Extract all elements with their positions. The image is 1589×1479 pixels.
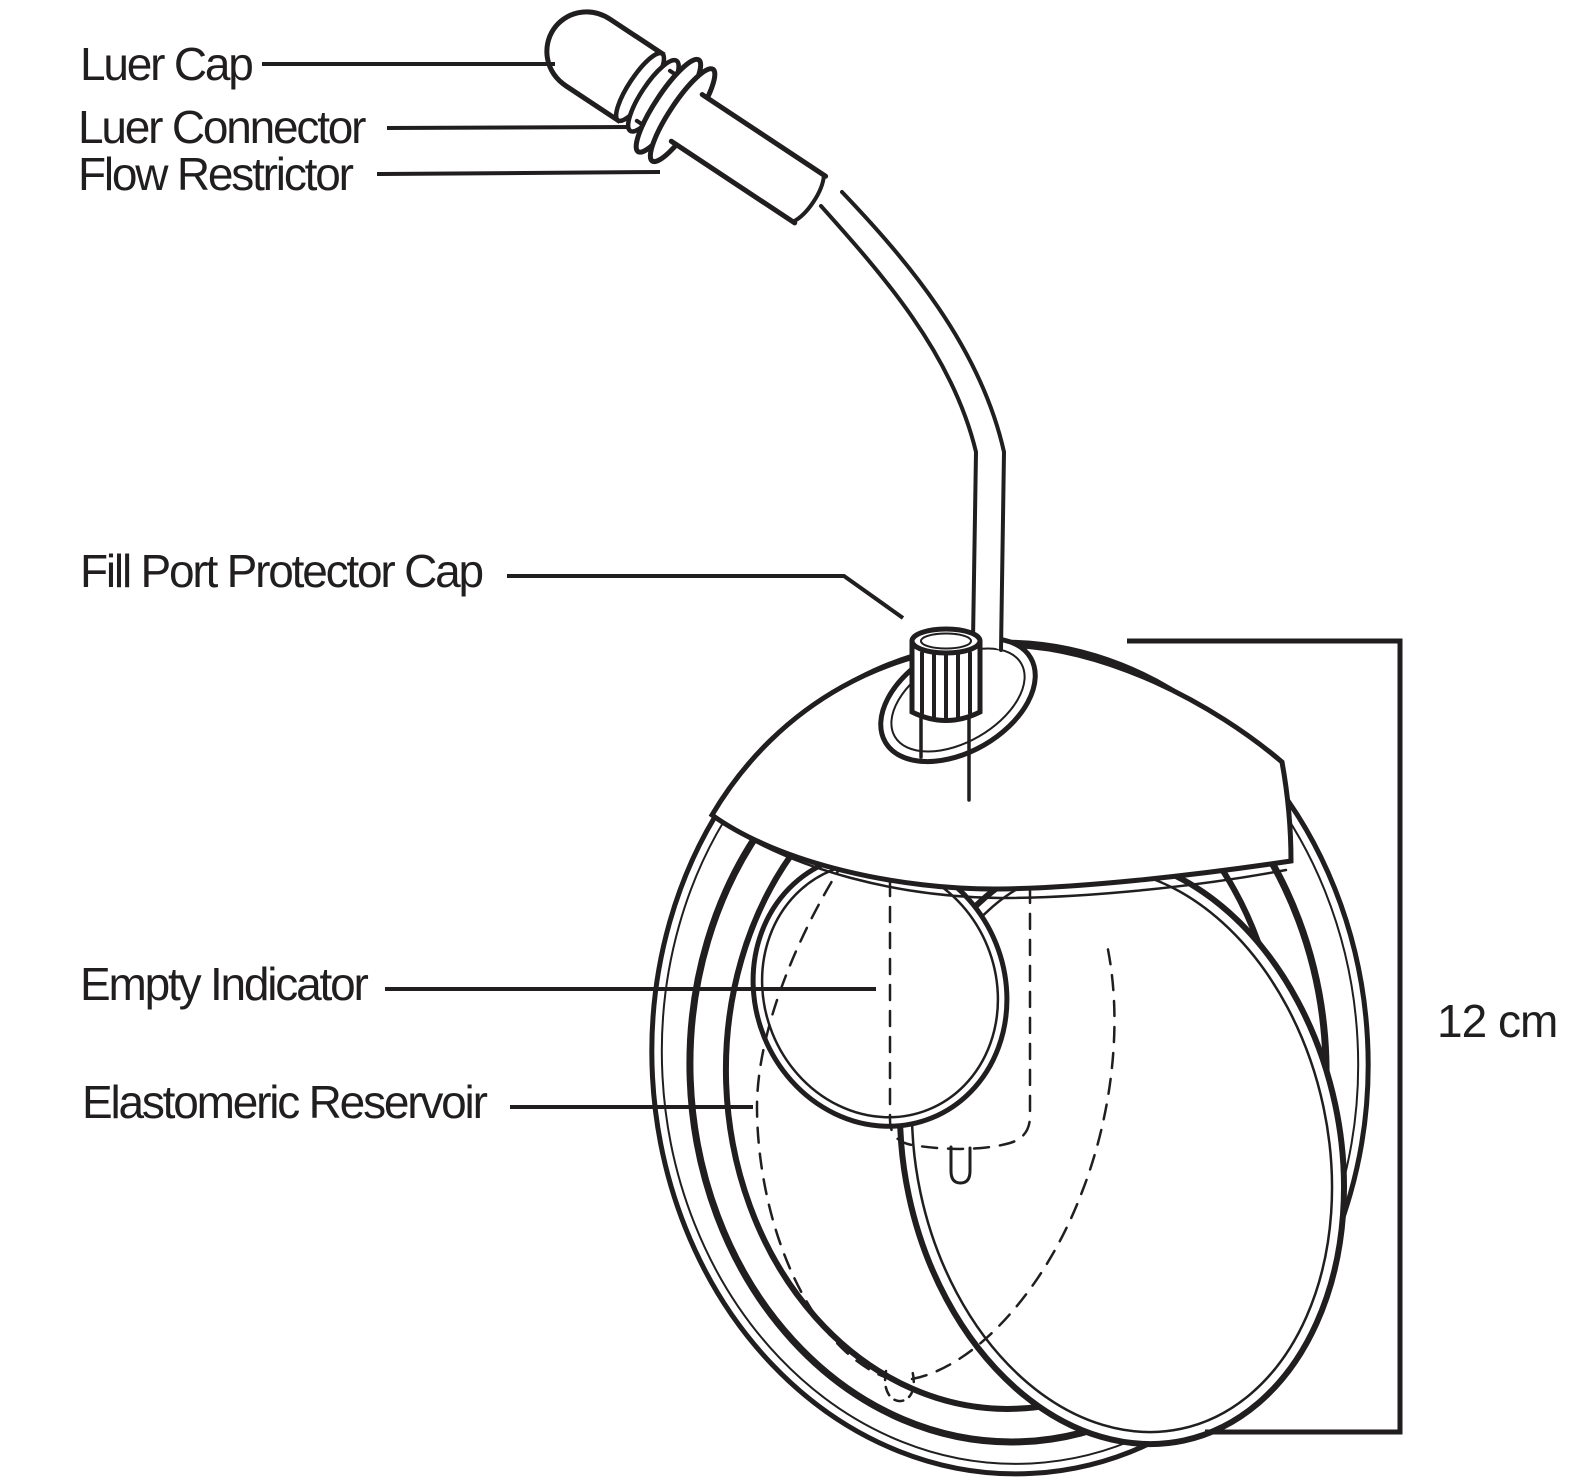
pump-body-artwork <box>544 9 1371 1477</box>
elastomeric-reservoir-dashed-outline <box>755 858 1116 1403</box>
empty-indicator-tab <box>949 1145 972 1185</box>
fill-port-cap-leader <box>507 574 905 620</box>
dimension-bracket <box>1127 638 1403 1435</box>
empty-indicator-dashed-bag <box>888 853 1032 1185</box>
luer-assembly <box>544 9 829 226</box>
flow-restrictor-leader <box>376 170 661 176</box>
label-flow-restrictor: Flow Restrictor <box>78 148 354 200</box>
fill-port-protector-cap <box>909 626 983 802</box>
luer-connector-leader <box>386 125 631 130</box>
label-height-dimension: 12 cm <box>1437 995 1557 1047</box>
label-luer-cap: Luer Cap <box>80 38 252 90</box>
label-elastomeric-reservoir: Elastomeric Reservoir <box>82 1076 488 1128</box>
tubing <box>819 190 1007 652</box>
leader-lines <box>262 62 905 1109</box>
label-luer-connector: Luer Connector <box>78 101 366 153</box>
label-empty-indicator: Empty Indicator <box>80 958 368 1010</box>
label-fill-port-protector-cap: Fill Port Protector Cap <box>80 545 482 597</box>
flow-restrictor-tube <box>668 92 829 226</box>
inner-opening-medium <box>750 851 1010 1129</box>
